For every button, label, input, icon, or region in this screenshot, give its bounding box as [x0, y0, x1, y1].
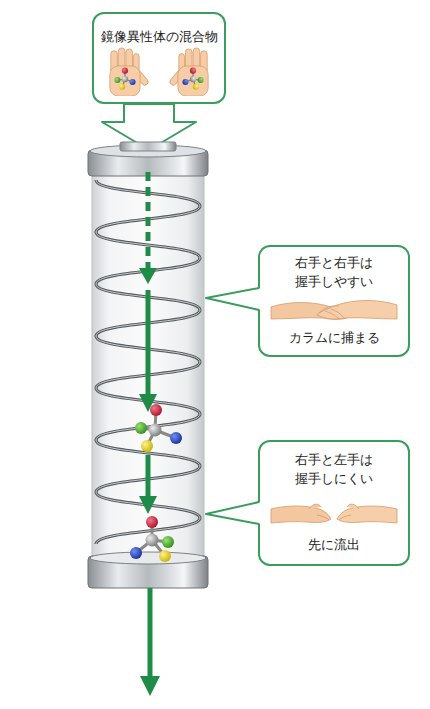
flow-line: [146, 290, 151, 396]
arrow-head: [139, 268, 157, 284]
node-heading: 鏡像異性体の混合物: [101, 28, 218, 47]
node-heading: 右手と左手は 握手しにくい: [282, 451, 386, 489]
palm: [110, 48, 150, 96]
node-heading: 右手と右手は 握手しやすい: [282, 254, 386, 292]
node-body: 先に流出: [308, 536, 360, 555]
hands-illustration: [99, 47, 219, 96]
molecule: [135, 404, 182, 452]
cap-inlet: [120, 142, 176, 151]
pointer-fill: [206, 502, 262, 524]
callout-pointer: [206, 502, 259, 524]
cap-rim: [90, 552, 206, 564]
outlet-line: [148, 588, 153, 678]
column-body: [92, 166, 204, 562]
input-arrow: [102, 104, 196, 150]
arrow-head: [139, 496, 157, 514]
handshake-illustration: [269, 293, 399, 327]
callout-box: 右手と左手は 握手しにくい 先に流出: [258, 440, 410, 566]
molecule: [130, 516, 174, 562]
pointer-fill: [206, 288, 262, 310]
palm: [169, 48, 209, 96]
flow-line: [146, 455, 151, 498]
callout-box: 右手と右手は 握手しやすい カラムに捕まる: [258, 245, 410, 357]
node-body: カラムに捕まる: [289, 329, 380, 348]
mismatch-illustration: [269, 495, 399, 529]
mixture-box: 鏡像異性体の混合物: [92, 12, 226, 104]
arrow-head: [140, 676, 160, 696]
callout-pointer: [206, 288, 259, 310]
flow-dashed: [146, 172, 151, 268]
